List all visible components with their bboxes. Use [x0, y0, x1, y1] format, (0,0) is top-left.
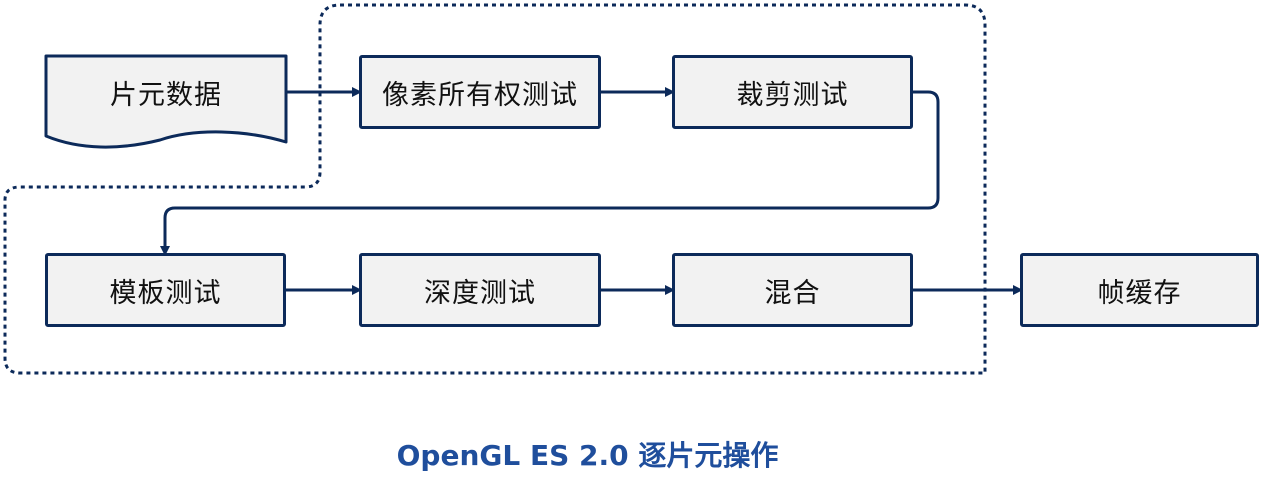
depth-test-box: 深度测试 [359, 253, 601, 327]
blending-box: 混合 [672, 253, 913, 327]
fragment-data-label: 片元数据 [110, 79, 222, 111]
fragment-data-shape [44, 54, 288, 149]
framebuffer-box: 帧缓存 [1020, 253, 1259, 327]
scissor-test-box: 裁剪测试 [672, 55, 913, 129]
diagram-caption: OpenGL ES 2.0 逐片元操作 [396, 439, 779, 472]
pixel-ownership-test-box: 像素所有权测试 [359, 55, 601, 129]
pipeline-region-outline [3, 3, 987, 375]
arrow-scissor-to-stencil [160, 90, 940, 256]
stencil-test-box: 模板测试 [45, 253, 286, 327]
